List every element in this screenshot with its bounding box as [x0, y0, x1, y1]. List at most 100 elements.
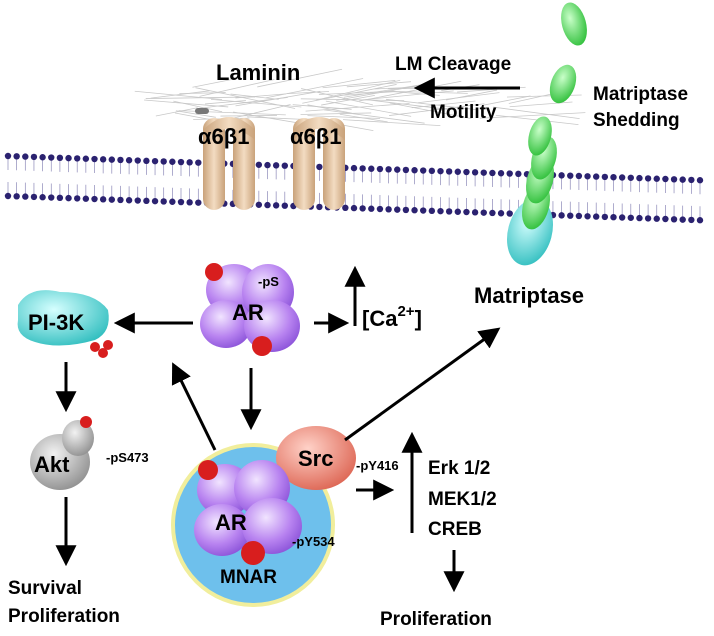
- src-protein: [276, 426, 356, 490]
- laminin-fiber: [411, 100, 476, 109]
- lipid-head: [56, 194, 64, 202]
- lipid-head: [454, 168, 461, 175]
- lipid-head: [169, 198, 176, 205]
- laminin-mesh: [134, 68, 586, 132]
- laminin-fiber: [493, 106, 580, 120]
- lipid-head: [74, 155, 81, 162]
- integrin-label-left: α6β1: [198, 124, 249, 149]
- motility-label: Motility: [430, 102, 497, 123]
- lipid-head: [618, 174, 626, 181]
- lipid-head: [463, 168, 470, 176]
- lipid-head: [143, 157, 150, 165]
- lipid-head: [264, 201, 271, 209]
- laminin-fiber: [305, 103, 410, 112]
- lipid-head: [65, 194, 72, 202]
- lipid-head: [567, 212, 574, 219]
- lipid-head: [558, 172, 565, 179]
- akt-protein: [30, 416, 94, 490]
- lipid-head: [376, 165, 384, 173]
- lipid-head: [48, 194, 55, 201]
- lipid-head: [316, 203, 323, 211]
- lipid-head: [480, 169, 487, 176]
- lipid-head: [134, 197, 141, 204]
- laminin-fiber: [339, 113, 388, 123]
- lipid-head: [610, 213, 617, 221]
- lipid-head: [82, 155, 90, 162]
- lipid-head: [143, 197, 150, 205]
- integrin-a6b1-left: [203, 117, 255, 210]
- laminin-fiber: [205, 100, 247, 105]
- lipid-head: [255, 161, 263, 168]
- lipid-head: [402, 206, 410, 214]
- lipid-head: [454, 208, 461, 215]
- lipid-head: [688, 216, 695, 224]
- lipid-head: [186, 159, 193, 166]
- src-label: Src: [298, 446, 333, 471]
- lipid-head: [601, 173, 609, 181]
- lipid-head: [56, 154, 64, 162]
- lipid-head: [272, 162, 280, 169]
- src-py416-label: -pY416: [356, 458, 399, 473]
- lipid-head: [91, 155, 98, 163]
- lipid-head: [186, 199, 193, 206]
- lipid-head: [82, 195, 90, 202]
- lipid-head: [376, 205, 384, 213]
- laminin-fiber: [321, 94, 375, 106]
- lipid-head: [670, 176, 678, 183]
- lipid-head: [471, 169, 479, 176]
- lipid-head: [195, 159, 202, 166]
- laminin-fiber: [301, 88, 374, 106]
- lipid-head: [497, 210, 505, 217]
- lipid-head: [601, 213, 609, 221]
- lipid-head: [151, 197, 159, 205]
- laminin-fiber: [509, 101, 573, 108]
- lipid-head: [463, 208, 470, 216]
- lipid-head: [342, 204, 349, 212]
- proliferation-left-label: Proliferation: [8, 606, 120, 627]
- laminin-fiber: [155, 107, 198, 117]
- lipid-head: [497, 170, 505, 177]
- lipid-head: [644, 175, 652, 182]
- lipid-head: [480, 209, 487, 216]
- lipid-head: [515, 170, 522, 178]
- erk-label: Erk 1/2: [428, 458, 490, 479]
- lipid-head: [575, 212, 583, 220]
- lipid-head: [593, 213, 600, 220]
- lipid-head: [679, 216, 686, 223]
- lipid-head: [368, 165, 375, 172]
- laminin-fiber: [235, 93, 286, 99]
- lipid-head: [567, 172, 574, 179]
- lipid-head: [445, 168, 453, 175]
- lipid-head: [160, 158, 167, 165]
- laminin-fiber: [307, 104, 352, 114]
- laminin-fiber: [231, 104, 291, 119]
- arrow-mnar-to-pi3k: [171, 362, 217, 451]
- lipid-head: [117, 196, 124, 204]
- lipid-head: [506, 210, 513, 217]
- lipid-head: [13, 153, 20, 160]
- lipid-head: [437, 207, 444, 215]
- laminin-fiber: [134, 90, 223, 100]
- laminin-fiber: [257, 68, 343, 88]
- phospho-site: [252, 336, 272, 356]
- lipid-head: [489, 209, 496, 217]
- lipid-head: [627, 214, 634, 221]
- laminin-fiber: [366, 99, 450, 110]
- lipid-head: [99, 156, 107, 163]
- lipid-head: [316, 163, 323, 171]
- lipid-head: [428, 167, 436, 175]
- ar-protein-top: [200, 263, 300, 356]
- lipid-head: [359, 205, 366, 212]
- lipid-head: [394, 166, 401, 173]
- akt-label: Akt: [34, 452, 70, 477]
- lipid-head: [420, 207, 427, 214]
- lipid-head: [636, 174, 643, 182]
- laminin-fiber: [145, 96, 255, 99]
- phospho-site: [205, 263, 223, 281]
- laminin-label: Laminin: [216, 60, 300, 85]
- mnar-label: MNAR: [220, 567, 277, 588]
- lipid-head: [125, 197, 133, 204]
- survival-label: Survival: [8, 578, 82, 599]
- lipid-head: [411, 207, 418, 214]
